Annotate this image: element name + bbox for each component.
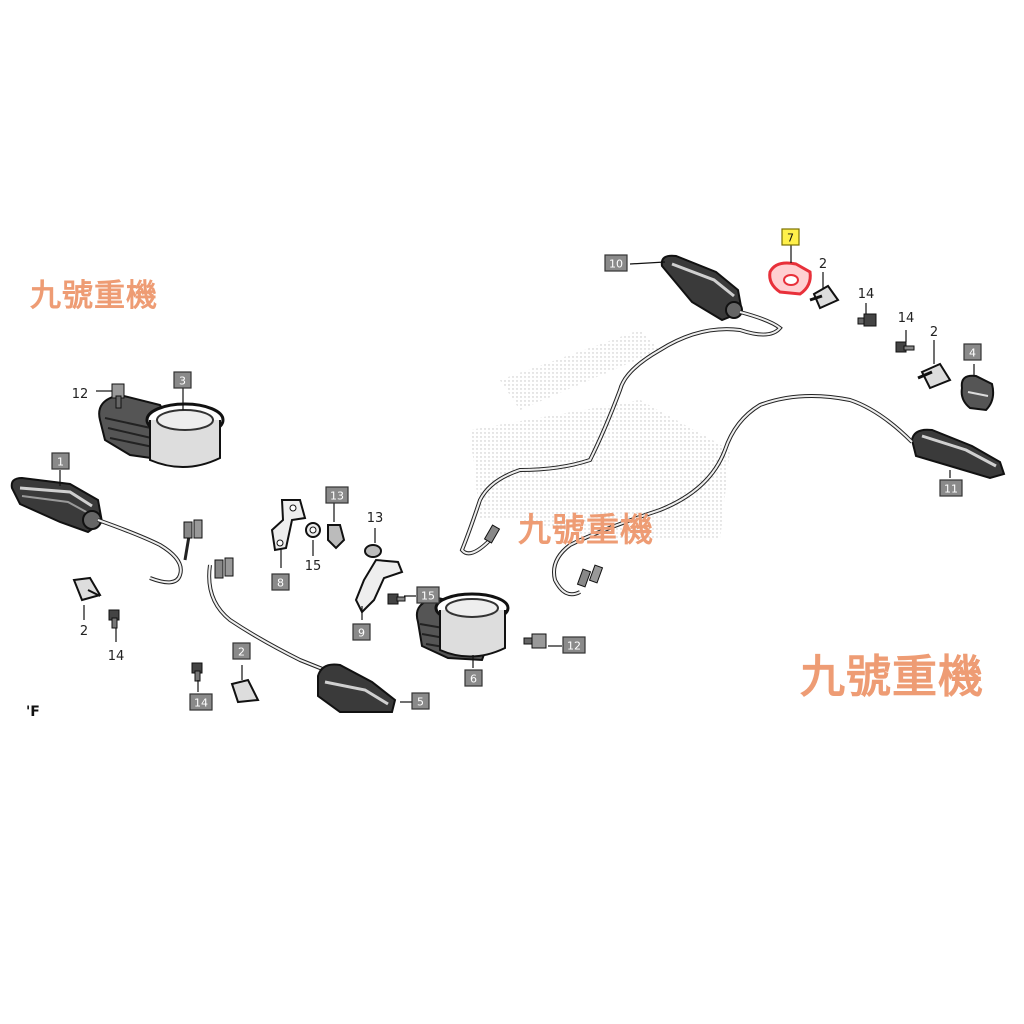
- screw-14-bottom: [191, 662, 203, 682]
- washer-15: [305, 522, 321, 538]
- callout-box-text: 7: [787, 232, 794, 245]
- callout-label-2: 2: [930, 325, 938, 340]
- callout-label-2: 2: [819, 257, 827, 272]
- right-mount-bracket: [416, 592, 510, 662]
- callout-box-1: 1: [51, 452, 70, 470]
- bracket-9: [354, 558, 404, 614]
- clip-2-left: [72, 576, 102, 602]
- right-rear-indicator-assembly: [552, 394, 1006, 597]
- clip-2-right: [917, 362, 952, 390]
- callout-label-2: 2: [80, 624, 88, 639]
- part-4-grommet: [960, 374, 995, 412]
- part-7-grommet: [768, 261, 812, 296]
- callout-box-text: 12: [567, 640, 581, 653]
- callout-box-6: 6: [464, 669, 483, 687]
- callout-box-14: 14: [189, 693, 213, 711]
- callout-box-text: 15: [421, 590, 435, 603]
- screw-14-left: [108, 609, 120, 629]
- callout-box-text: 10: [609, 258, 623, 271]
- screw-12-right: [523, 633, 547, 649]
- callout-box-text: 3: [179, 375, 186, 388]
- callout-box-text: 13: [330, 490, 344, 503]
- callout-box-12: 12: [562, 636, 586, 654]
- screw-14-right: [895, 341, 915, 353]
- callout-box-text: 1: [57, 456, 64, 469]
- callout-box-3: 3: [173, 371, 192, 389]
- callout-box-text: 2: [238, 646, 245, 659]
- left-indicator-assembly: [10, 476, 203, 585]
- callout-box-9: 9: [352, 623, 371, 641]
- callout-box-text: 8: [277, 577, 284, 590]
- callout-box-5: 5: [411, 692, 430, 710]
- callout-plain-labels: 12 2 14 15 13 2 14 14 2: [72, 257, 938, 664]
- callout-box-11: 11: [939, 479, 963, 497]
- callout-box-text: 11: [944, 483, 958, 496]
- callout-box-13: 13: [325, 486, 349, 504]
- callout-box-text: 9: [358, 627, 365, 640]
- watermark-center: 九號重機: [518, 510, 654, 549]
- fragment-text: 'F: [26, 704, 40, 720]
- clip-2-top: [809, 284, 840, 310]
- callout-box-8: 8: [271, 573, 290, 591]
- callout-label-14: 14: [108, 649, 125, 664]
- callout-label-12: 12: [72, 387, 89, 402]
- callout-box-15: 15: [416, 586, 440, 604]
- right-front-indicator-assembly: [459, 254, 783, 556]
- callout-box-text: 5: [417, 696, 424, 709]
- background-wing-logo: [470, 330, 730, 540]
- screw-15: [387, 593, 406, 605]
- callout-box-text: 4: [969, 347, 976, 360]
- callout-box-10: 10: [604, 254, 628, 272]
- nut-13-left: [327, 524, 346, 550]
- bracket-8: [270, 499, 307, 552]
- clip-2-bottom: [230, 678, 260, 704]
- leader-lines: [59, 245, 975, 703]
- callout-box-text: 6: [470, 673, 477, 686]
- nut-13-mid: [364, 544, 382, 558]
- callout-box-7: 7: [781, 228, 800, 246]
- callout-box-text: 14: [194, 697, 208, 710]
- callout-label-14: 14: [858, 287, 875, 302]
- callout-box-4: 4: [963, 343, 982, 361]
- callout-label-14: 14: [898, 311, 915, 326]
- callout-box-2: 2: [232, 642, 251, 660]
- callout-label-15: 15: [305, 559, 322, 574]
- left-mount-bracket: [98, 393, 225, 469]
- callout-label-13: 13: [367, 511, 384, 526]
- screw-14-top: [857, 313, 877, 327]
- left-rear-indicator-assembly: [207, 557, 397, 713]
- watermark-bottom-right: 九號重機: [800, 650, 985, 703]
- watermark-top-left: 九號重機: [30, 278, 158, 314]
